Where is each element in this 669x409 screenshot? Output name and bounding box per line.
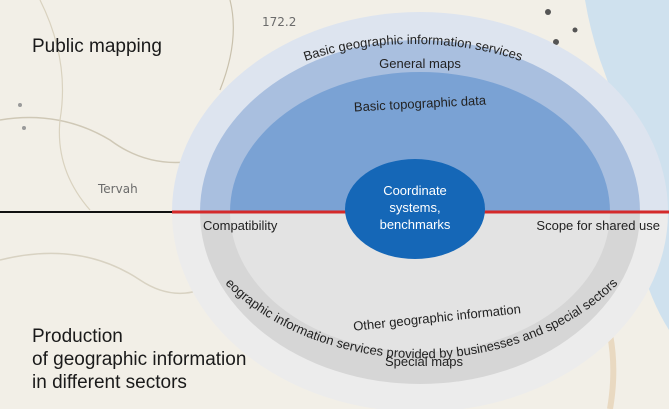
production-title-line3: in different sectors	[32, 372, 187, 393]
core-label-line1: Coordinate	[383, 183, 447, 198]
production-title-line2: of geographic information	[32, 349, 246, 370]
map-place-label: Tervah	[97, 182, 138, 196]
general-maps-label: General maps	[379, 56, 461, 71]
core-label-line3: benchmarks	[380, 217, 451, 232]
topographic-data-ring	[230, 72, 610, 212]
core-coordinate-systems	[345, 159, 485, 259]
core-label-line2: systems,	[389, 200, 440, 215]
compatibility-label: Compatibility	[203, 218, 278, 233]
production-title-line1: Production	[32, 326, 123, 347]
special-maps-label: Special maps	[385, 354, 464, 369]
scope-shared-use-label: Scope for shared use	[536, 218, 660, 233]
other-geographic-information-ring	[230, 212, 610, 352]
topographic-data-label: Basic topographic data	[354, 93, 488, 115]
map-elevation-label: 172.2	[262, 15, 296, 29]
sector-rings	[172, 212, 668, 409]
public-mapping-title: Public mapping	[32, 36, 162, 57]
public-mapping-rings	[172, 12, 668, 212]
